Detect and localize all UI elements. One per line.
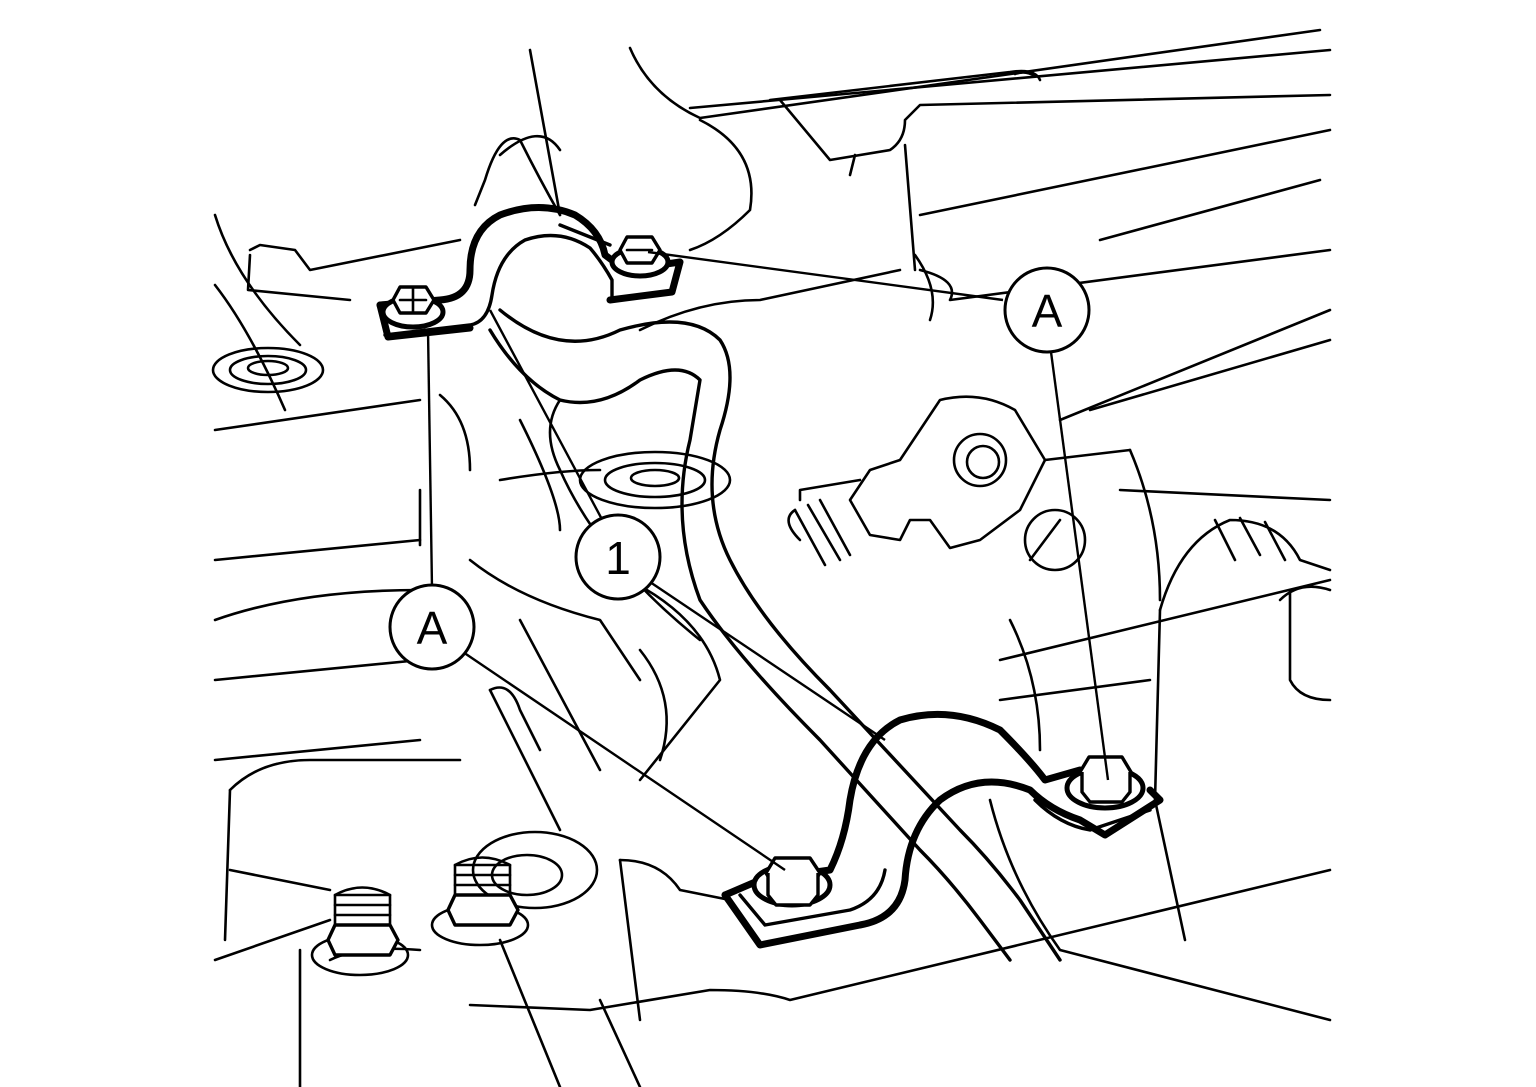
- callout-a-left: A: [388, 583, 476, 671]
- upper-left-bolt: [380, 285, 446, 330]
- callout-label: A: [417, 602, 448, 654]
- lower-left-bolt: [751, 856, 833, 908]
- callout-part-1: 1: [574, 513, 662, 601]
- callout-a-top-right: A: [1003, 266, 1091, 354]
- callout-label: 1: [605, 532, 631, 584]
- lower-right-bolt: [1064, 755, 1146, 811]
- upper-right-bolt: [609, 235, 671, 279]
- vehicle-body-structure: [211, 28, 1332, 1087]
- bottom-left-stud: [310, 886, 410, 977]
- bottom-right-stud: [430, 856, 530, 947]
- callout-label: A: [1032, 285, 1063, 337]
- lower-clamp: [721, 710, 1164, 949]
- leader-lines: [426, 250, 1110, 871]
